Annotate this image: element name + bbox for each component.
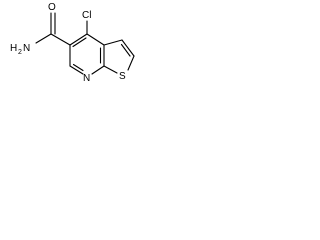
bond-s1-c7a xyxy=(103,65,118,74)
bond-c6-n7 xyxy=(69,65,84,75)
bond-c3-c2 xyxy=(121,39,135,57)
bond-c3a-c3 xyxy=(103,39,123,46)
bond-carbonyl-n xyxy=(35,33,52,44)
atom-label-chlorine: Cl xyxy=(82,10,91,21)
bond-c4-c3a xyxy=(86,33,105,46)
bond-c6-n7-inner xyxy=(72,63,84,72)
atom-label-amide-n: N xyxy=(23,43,30,54)
atom-label-sulfur: S xyxy=(119,71,126,82)
thiophene-ring xyxy=(103,39,135,74)
atom-label-oxygen: O xyxy=(48,2,56,13)
atom-label-ring-nitrogen: N xyxy=(83,73,90,84)
bond-c3-c2-inner xyxy=(120,43,131,57)
bond-n7-c7a xyxy=(91,65,105,75)
pyridine-ring xyxy=(69,33,105,75)
atom-label-amide-subscript: 2 xyxy=(18,49,22,56)
bond-c5-carbonyl xyxy=(50,33,71,46)
bond-c4-c5-inner xyxy=(72,37,87,48)
substituents xyxy=(35,12,88,46)
atom-label-amide-h: H xyxy=(10,43,17,54)
bond-c4-c5 xyxy=(69,33,88,46)
atom-label-amide-nh2: H 2 N xyxy=(10,43,30,56)
molecule-structure: O Cl H 2 N N S xyxy=(10,2,135,84)
bond-c2-s1 xyxy=(127,55,135,71)
